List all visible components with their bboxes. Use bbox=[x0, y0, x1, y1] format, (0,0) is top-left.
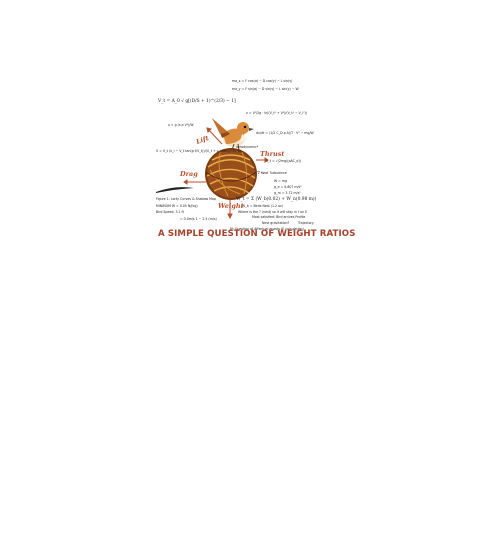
equation-top-1: ma_x = F cos(α) − D cos(γ) − L sin(γ) bbox=[232, 79, 293, 83]
bird-on-nest-drawing bbox=[156, 118, 269, 220]
force-arrows bbox=[183, 127, 269, 220]
force-label-weight: Weight bbox=[218, 202, 244, 210]
equation-dvdt: dv/dt = (1/2 C_D ρ A)/T · V² − mg/W bbox=[256, 131, 314, 135]
note-satisfied: Most satisfied: Bird arrives Profile bbox=[252, 215, 306, 219]
poster-title: A SIMPLE QUESTION OF WEIGHT RATIOS bbox=[158, 229, 356, 239]
equation-top-2: ma_y = F sin(α) − D sin(γ) − L sin(γ) − … bbox=[232, 87, 299, 91]
note-trajectory: Trajectory bbox=[298, 221, 314, 225]
force-label-drag: Drag bbox=[180, 170, 198, 178]
equation-sum-weight: W_t = Σ (W_b(0.02) + W_n(0.98 m)) bbox=[236, 197, 317, 202]
note-figure: Figure 1: Lorty Curves & Shadow Map bbox=[156, 197, 216, 201]
note-minimum: MINIMUM W = 0.05 N/(kg) bbox=[156, 204, 198, 208]
note-aerodynamic: aerodynamic* bbox=[236, 145, 259, 149]
note-bird-speed: Bird Speed: 3.1 ft bbox=[156, 210, 184, 214]
wing-sketch-icon bbox=[156, 187, 194, 193]
note-birds-nest: W_b = Birds Nest (1.2 oz) bbox=[242, 204, 283, 208]
equation-velocity-log: v = V²/2g · ln((V_t² + V²)/(V_t² − V_i²)… bbox=[246, 111, 308, 115]
note-speed-range: = 0.0m/s 1 ~ 2.5 (m/s) bbox=[180, 217, 217, 221]
equation-w-mg: W = mg bbox=[274, 179, 287, 183]
note-turbulence: ← 2 Heat Turbulence bbox=[254, 171, 287, 175]
bird-icon bbox=[212, 118, 254, 151]
nest-icon bbox=[205, 148, 257, 200]
equation-g-earth: g_e = 9.807 m/s² bbox=[274, 185, 302, 189]
note-nest-gravitation: Nest gravitation? bbox=[262, 221, 290, 225]
illustration: ma_x = F cos(α) − D cos(γ) − L sin(γ) ma… bbox=[150, 72, 320, 247]
note-question: M: Question of Affectual quests (E calcu… bbox=[230, 227, 304, 231]
equation-velocity-tan: V = V_t (v_i − V_t tan(g t/V_t))/(V_t + … bbox=[156, 149, 242, 153]
equation-x: x = g (s ρ V²)/W bbox=[168, 123, 194, 127]
force-label-thrust: Thrust bbox=[260, 150, 285, 158]
note-stay: Where is the ? (nest) so it will stay in… bbox=[238, 210, 308, 214]
equation-terminal-velocity: V_t = A_0 √ g[(D/S + 1)^(2/3) − 1] bbox=[158, 99, 236, 104]
equation-vt-sqrt: V_t = √(2mg/(ρAC_d)) bbox=[266, 159, 301, 163]
equation-g-mars: g_m = 3.72 m/s² bbox=[274, 191, 301, 195]
